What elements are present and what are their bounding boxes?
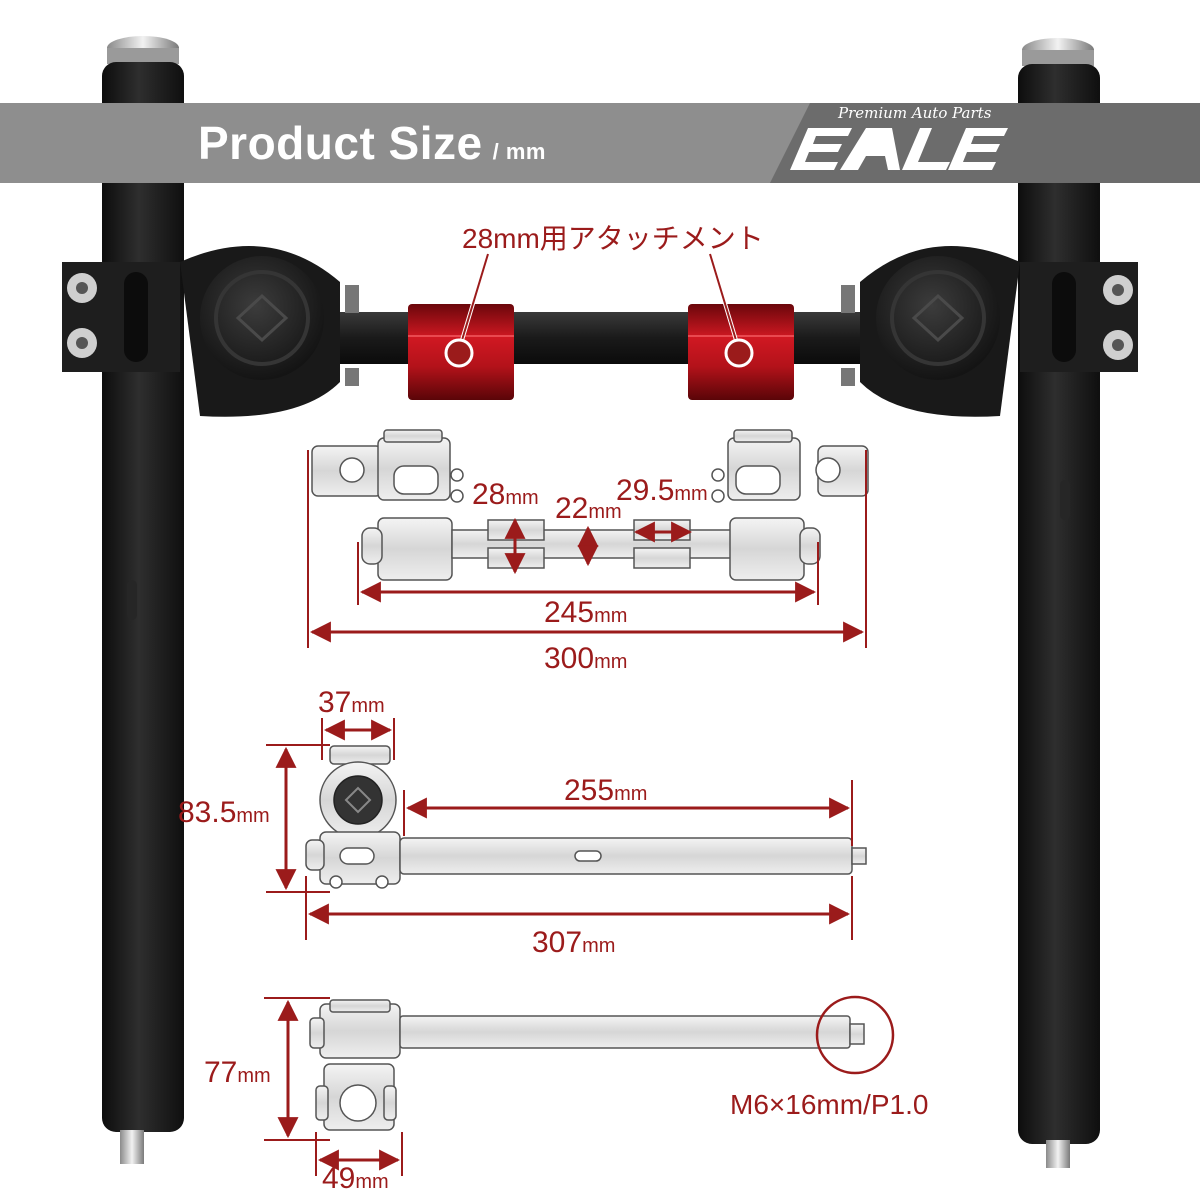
dim-value: 307 (532, 926, 583, 959)
dim-unit: mm (594, 651, 628, 673)
left-clamp (62, 246, 359, 417)
dim-value: 29.5 (616, 474, 675, 507)
dim-clamp-depth: 49mm (322, 1162, 389, 1199)
dim-value: 77 (204, 1056, 238, 1089)
title-text: Product Size (198, 117, 483, 169)
dim-value: 245 (544, 596, 595, 629)
dim-unit: mm (614, 783, 648, 805)
dim-value: 255 (564, 774, 615, 807)
dim-top-height: 77mm (204, 1056, 271, 1093)
dim-unit: mm (236, 805, 270, 827)
brand-logo (790, 128, 1008, 170)
dim-value: 37 (318, 686, 352, 719)
dim-bar-diameter: 28mm (472, 478, 539, 515)
dim-total-length: 307mm (532, 926, 615, 963)
right-clamp (841, 246, 1138, 417)
dim-value: 300 (544, 642, 595, 675)
attachment-callout: 28mm用アタッチメント (462, 223, 764, 254)
dim-total-width: 300mm (544, 642, 627, 679)
side-view-drawing (305, 745, 867, 889)
dim-clamp-width: 37mm (318, 686, 385, 723)
page-title: Product Size / mm (198, 116, 546, 179)
dim-value: 28 (472, 478, 506, 511)
dim-unit: mm (582, 935, 616, 957)
brand-tagline: Premium Auto Parts (838, 104, 992, 122)
dim-unit: mm (588, 501, 622, 523)
thread-spec-label: M6×16mm/P1.0 (730, 1089, 929, 1120)
dim-unit: mm (237, 1065, 271, 1087)
front-view-drawing (311, 429, 869, 581)
title-unit: / mm (492, 139, 546, 164)
dim-unit: mm (355, 1171, 389, 1193)
dim-unit: mm (351, 695, 385, 717)
dim-shaft-diameter: 22mm (555, 492, 622, 529)
dim-value: 22 (555, 492, 589, 525)
thread-detail-circle (815, 995, 895, 1075)
dim-unit: mm (594, 605, 628, 627)
dim-value: 83.5 (178, 796, 237, 829)
top-view-drawing (309, 999, 865, 1131)
dimension-lines (264, 450, 867, 1176)
dim-bar-length: 255mm (564, 774, 647, 811)
dim-value: 49 (322, 1162, 356, 1195)
callout-pointers (444, 253, 754, 368)
dim-side-height: 83.5mm (178, 796, 270, 833)
dim-unit: mm (505, 487, 539, 509)
dim-inner-width: 245mm (544, 596, 627, 633)
dim-unit: mm (674, 483, 708, 505)
dim-attachment-width: 29.5mm (616, 474, 708, 511)
